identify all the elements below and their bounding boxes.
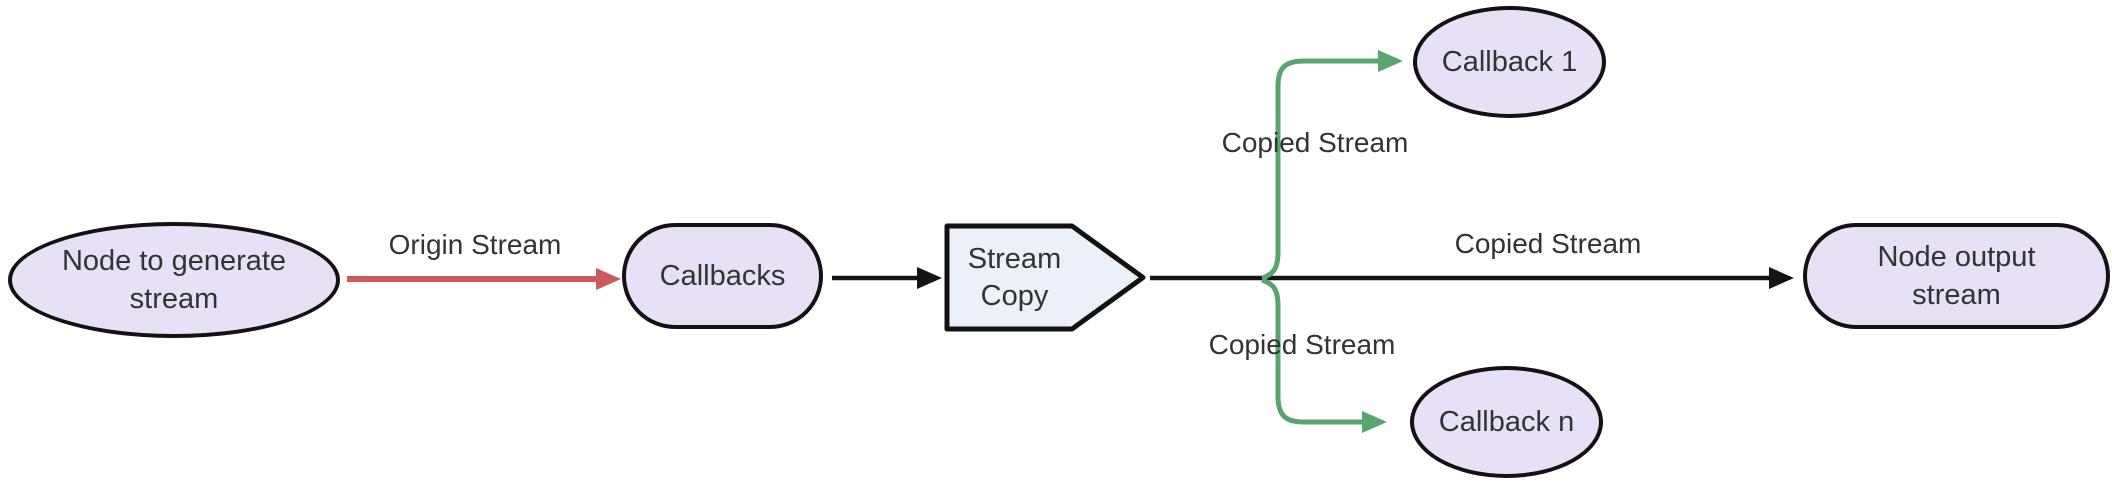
node-callback-n: Callback n: [1410, 366, 1603, 478]
node-stream-copy-shape: [944, 223, 1146, 332]
node-source-label: Node to generate stream: [61, 244, 287, 315]
node-source: Node to generate stream: [8, 222, 340, 338]
node-stream-copy-label: Stream Copy: [967, 243, 1062, 313]
edge-label-copied-stream-down: Copied Stream: [1208, 329, 1396, 360]
node-callback-1-label: Callback 1: [1441, 45, 1578, 78]
node-callbacks-label: Callbacks: [659, 259, 786, 292]
node-output-stream: Node output stream: [1803, 223, 2110, 329]
edge-copied-stream-callback1: [1261, 50, 1403, 281]
node-callback-1: Callback 1: [1413, 6, 1606, 118]
node-output-stream-label: Node output stream: [1877, 240, 2036, 311]
edge-label-origin-stream: Origin Stream: [388, 229, 562, 260]
node-callback-n-label: Callback n: [1438, 405, 1575, 438]
node-callbacks: Callbacks: [622, 223, 823, 329]
edge-label-copied-stream-mid: Copied Stream: [1454, 228, 1642, 259]
edge-copied-stream-callbackn: [1261, 277, 1387, 433]
edge-label-copied-stream-up: Copied Stream: [1221, 127, 1409, 158]
